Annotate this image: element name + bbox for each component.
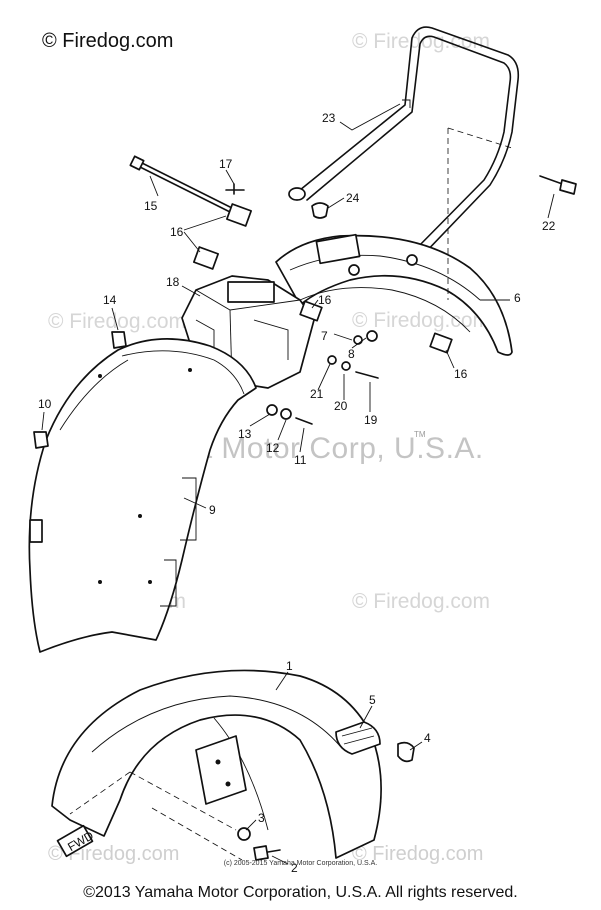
callout-14: 14 (103, 293, 117, 307)
callout-20: 20 (334, 399, 348, 413)
grab-bar-drawing (288, 26, 520, 262)
callout-23: 23 (322, 111, 336, 125)
callout-22: 22 (542, 219, 556, 233)
callout-18: 18 (166, 275, 180, 289)
footer-copyright: ©2013 Yamaha Motor Corporation, U.S.A. A… (83, 884, 518, 901)
site-watermark: © Firedog.com (352, 843, 483, 865)
callout-12: 12 (266, 441, 280, 455)
callout-21: 21 (310, 387, 324, 401)
firedog-brand-watermark: © Firedog.com (42, 30, 174, 52)
callout-16: 16 (170, 225, 184, 239)
callout-17: 17 (219, 157, 233, 171)
trademark-mark: TM (414, 430, 426, 439)
callout-13: 13 (238, 427, 252, 441)
callout-19: 19 (364, 413, 378, 427)
callout-labels: 1 2 3 4 5 6 7 8 9 10 11 12 13 14 15 16 1… (38, 111, 556, 875)
callout-4: 4 (424, 731, 431, 745)
callout-5: 5 (369, 693, 376, 707)
hardware-drawings (33, 155, 577, 861)
callout-16: 16 (318, 293, 332, 307)
callout-8: 8 (348, 347, 355, 361)
callout-10: 10 (38, 397, 52, 411)
site-watermark: © Firedog.com (48, 310, 186, 333)
callout-7: 7 (321, 329, 328, 343)
fender-trim-drawing (335, 721, 381, 755)
rear-fender-extension-drawing (275, 127, 513, 356)
front-fender-drawing (51, 669, 382, 861)
callout-6: 6 (514, 291, 521, 305)
callout-2: 2 (291, 861, 298, 875)
callout-9: 9 (209, 503, 216, 517)
leader-lines (41, 103, 555, 865)
rear-fender-drawing (28, 338, 257, 653)
callout-16: 16 (454, 367, 468, 381)
callout-11: 11 (294, 453, 307, 467)
callout-15: 15 (144, 199, 158, 213)
site-watermark: © Firedog.com (352, 309, 490, 332)
callout-1: 1 (286, 659, 293, 673)
callout-24: 24 (346, 191, 360, 205)
callout-3: 3 (258, 811, 265, 825)
diagram-copyright: (c) 2005-2015 Yamaha Motor Corporation, … (223, 860, 378, 867)
site-watermark: © Firedog.com (352, 590, 490, 613)
